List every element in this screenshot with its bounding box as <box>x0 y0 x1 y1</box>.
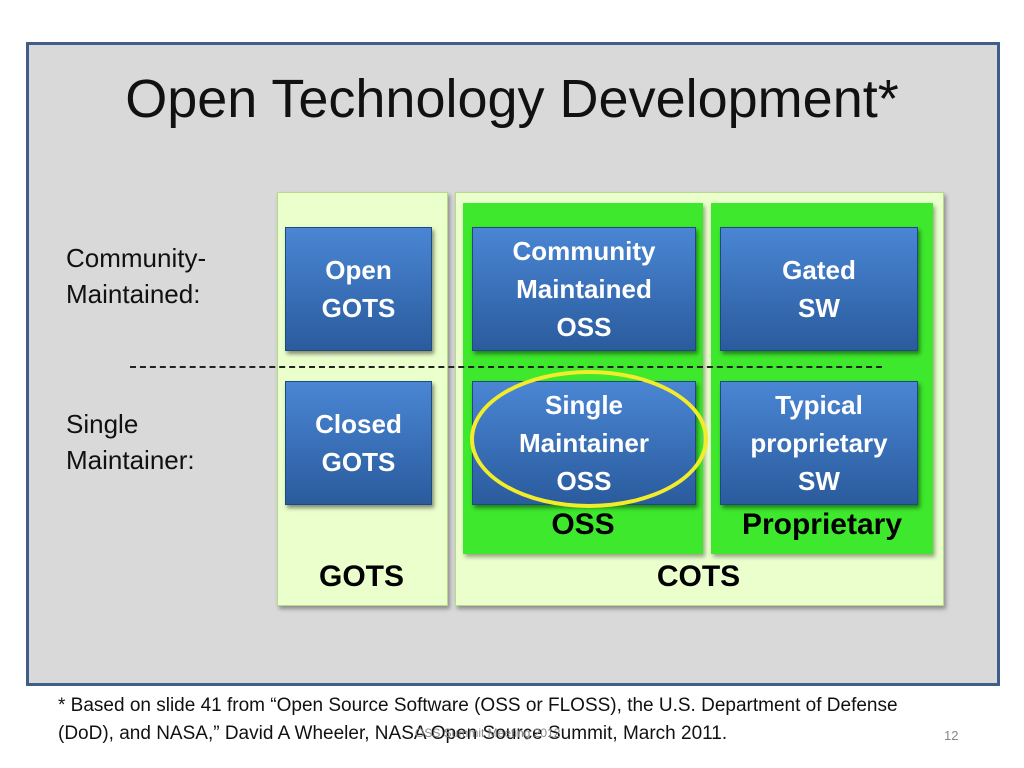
gots-label: GOTS <box>318 560 404 593</box>
maintainer-divider-line <box>130 366 882 368</box>
open-gots-box: Open GOTS <box>285 227 432 351</box>
slide-footer: OSS Summit Meeting 2012 <box>415 726 561 740</box>
row-label-single-maintainer: Single Maintainer: <box>66 409 195 475</box>
proprietary-label: Proprietary <box>741 508 903 541</box>
slide-title: Open Technology Development* <box>125 69 899 129</box>
slide-number: 12 <box>944 728 959 743</box>
highlight-ellipse <box>470 370 708 508</box>
closed-gots-box: Closed GOTS <box>285 381 432 505</box>
typical-proprietary-sw-box: Typical proprietary SW <box>720 381 918 505</box>
community-maintained-oss-box: Community Maintained OSS <box>472 227 696 351</box>
gated-sw-box: Gated SW <box>720 227 918 351</box>
cots-label: COTS <box>656 560 741 593</box>
row-label-community-maintained: Community- Maintained: <box>66 243 207 309</box>
oss-label: OSS <box>551 508 615 541</box>
footnote: * Based on slide 41 from “Open Source So… <box>58 695 898 744</box>
